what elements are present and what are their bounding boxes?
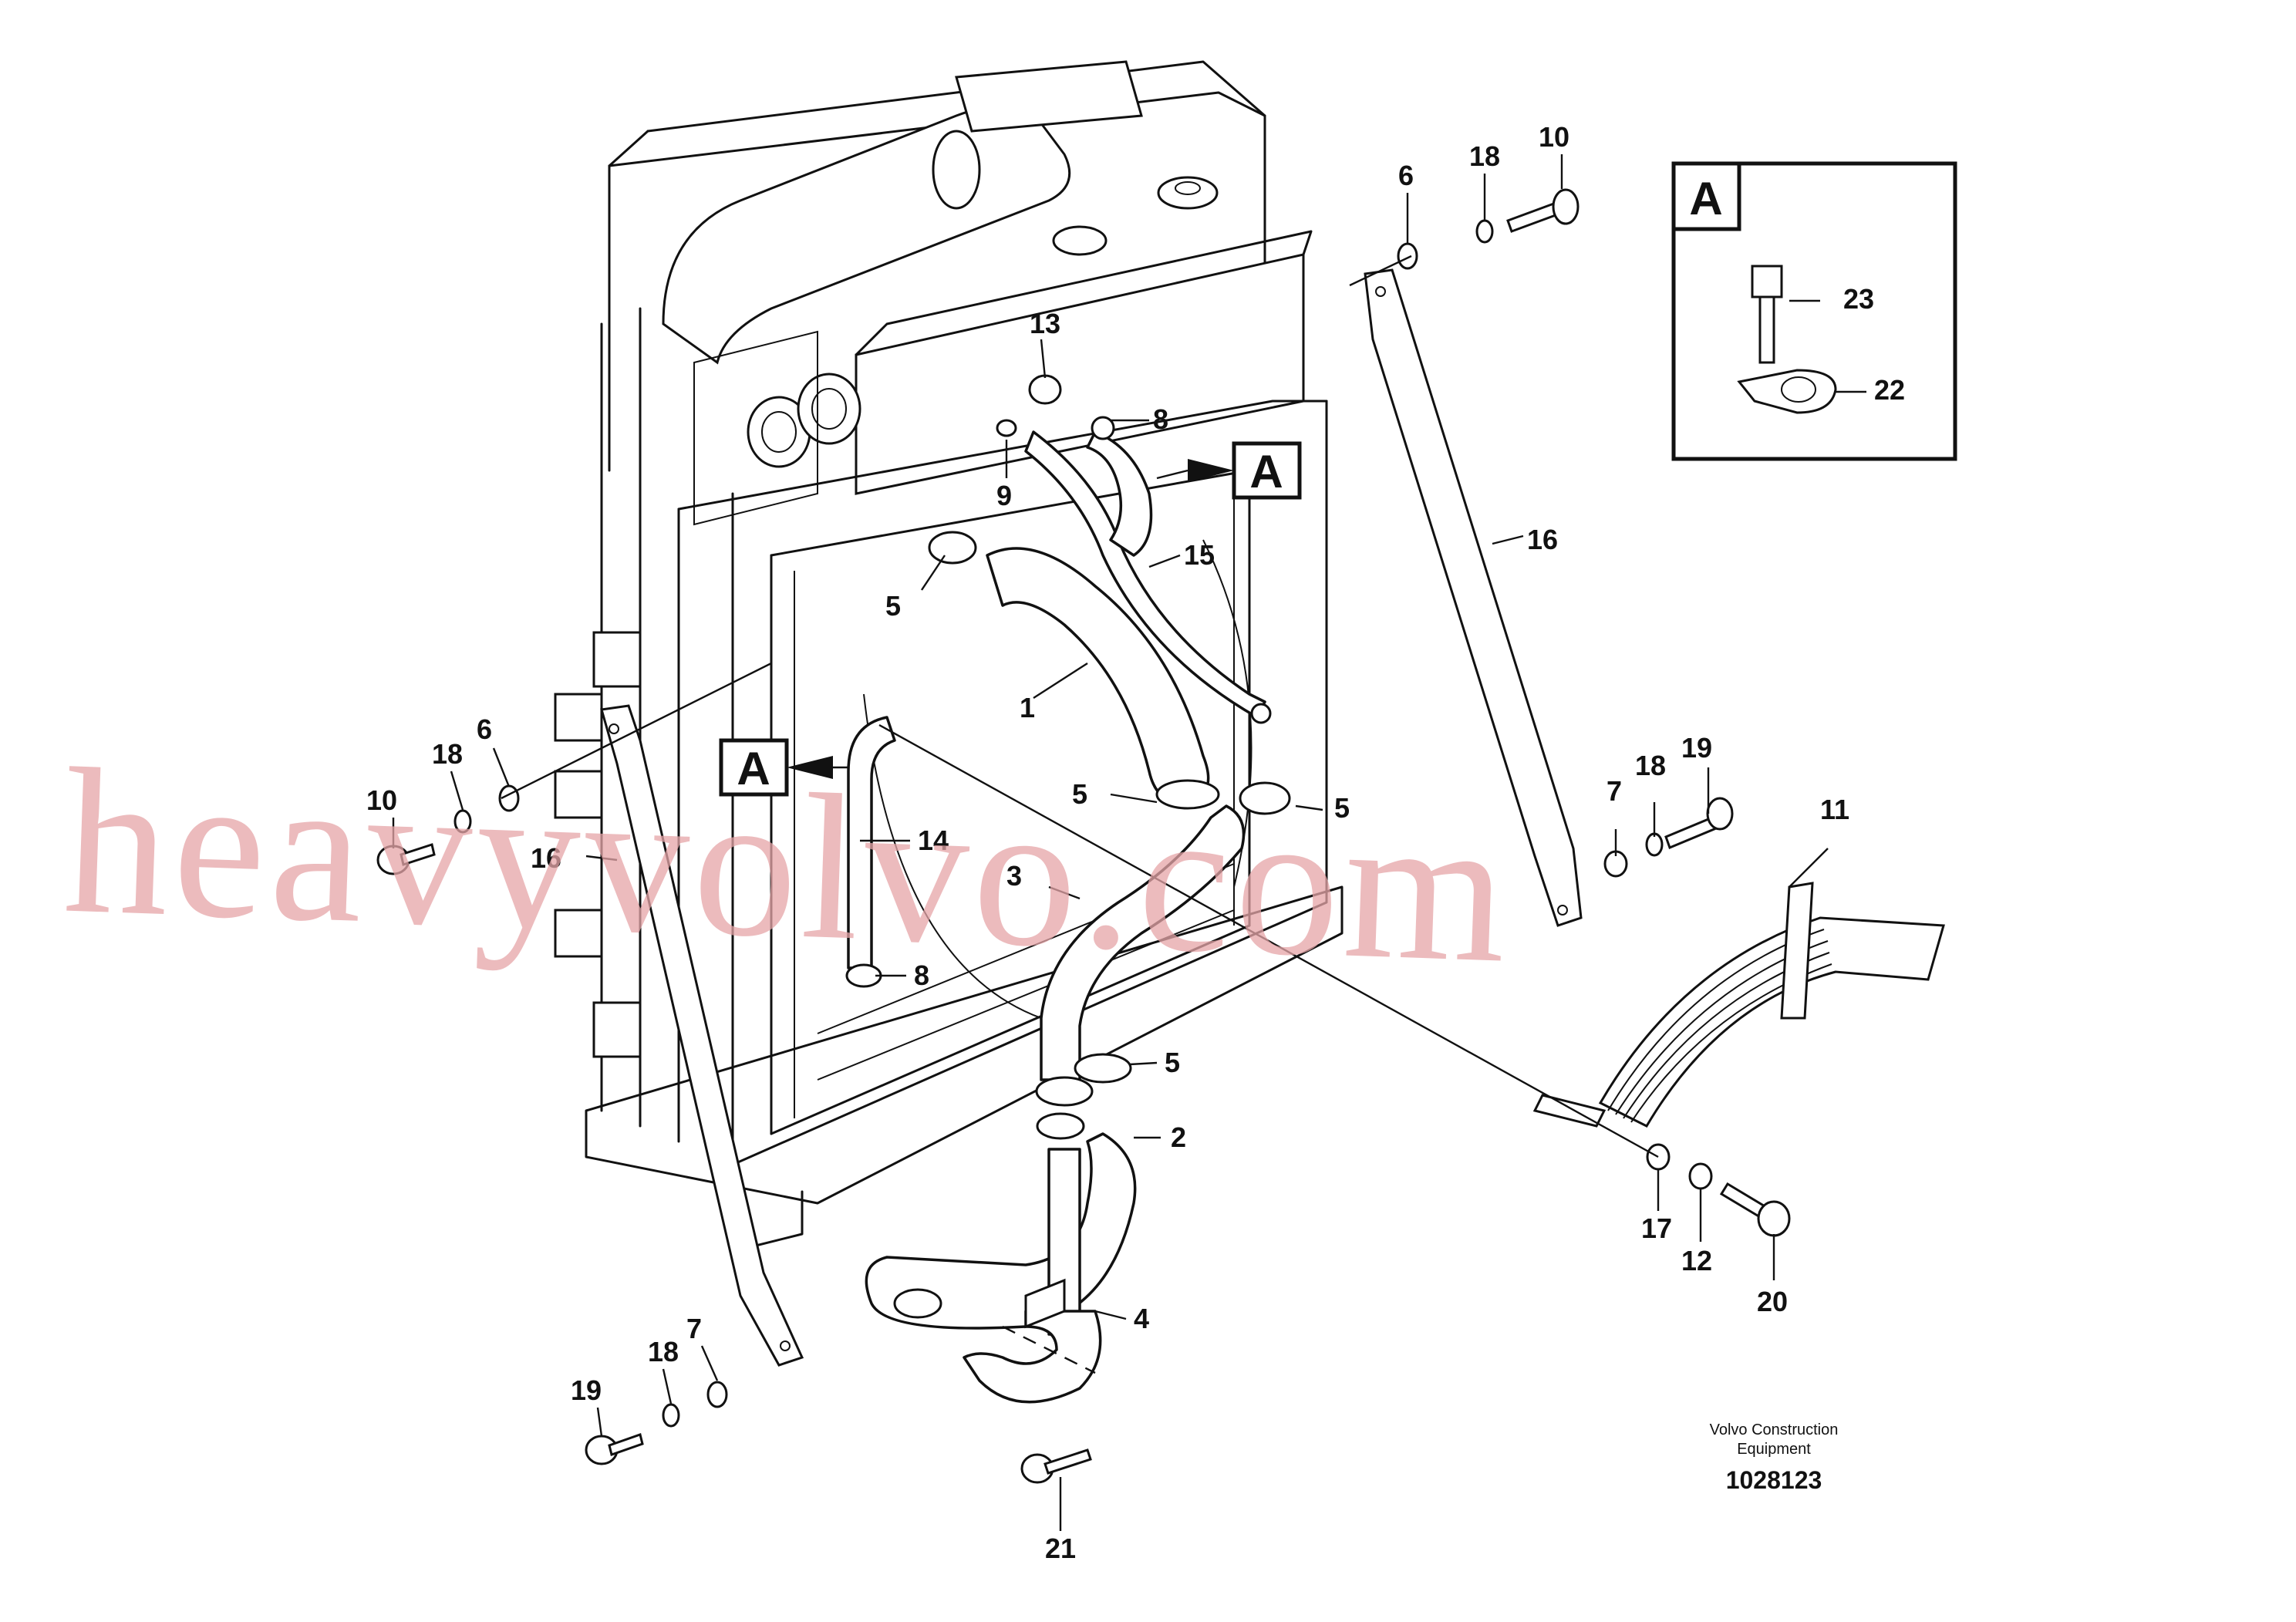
- label-20: 20: [1757, 1286, 1788, 1317]
- label-18-right: 18: [1635, 750, 1666, 781]
- part-labels: 13 8 9 15 5 1 5 5 14 3 8 5 2 4 21 16 16 …: [366, 121, 1849, 1564]
- pipe-4: [963, 1148, 1102, 1404]
- label-5-c: 5: [1334, 792, 1350, 824]
- label-2: 2: [1171, 1121, 1186, 1153]
- label-7-right: 7: [1607, 775, 1622, 807]
- label-19-bottom: 19: [571, 1374, 602, 1406]
- label-19-right: 19: [1681, 732, 1712, 764]
- drawing-number: 1028123: [1726, 1466, 1822, 1494]
- label-11: 11: [1820, 794, 1849, 825]
- inset-detail-a: A 23 22: [1671, 161, 1957, 461]
- label-6-left: 6: [477, 713, 492, 745]
- clamps: [845, 374, 1291, 1319]
- fan-guard-11: [1532, 882, 1945, 1128]
- label-17: 17: [1641, 1212, 1672, 1244]
- pipe-14: [847, 716, 896, 969]
- fasteners: [376, 188, 1791, 1484]
- company-line-2: Equipment: [1737, 1441, 1811, 1458]
- inset-label: A: [1689, 173, 1722, 224]
- label-9: 9: [996, 480, 1012, 511]
- label-3: 3: [1006, 860, 1022, 892]
- label-15: 15: [1184, 539, 1215, 571]
- label-5-d: 5: [1165, 1047, 1180, 1078]
- inset-part-23: 23: [1843, 283, 1874, 315]
- label-7-bottom: 7: [686, 1313, 702, 1344]
- stay-rod-16-left: [600, 704, 804, 1367]
- label-14: 14: [918, 824, 949, 856]
- watermark: heavyvolvo.com: [61, 726, 1515, 1007]
- label-6-top: 6: [1398, 160, 1414, 191]
- label-18-top: 18: [1469, 140, 1500, 172]
- footer: Volvo Construction Equipment 1028123: [1710, 1421, 1839, 1494]
- label-18-left: 18: [432, 738, 463, 770]
- label-8-bottom: 8: [914, 959, 929, 991]
- label-16-left: 16: [531, 842, 561, 874]
- label-18-bottom: 18: [648, 1336, 679, 1367]
- stay-rod-16-right: [1364, 268, 1583, 927]
- dashed-link: [1002, 1325, 1096, 1374]
- label-1: 1: [1020, 692, 1035, 723]
- label-13: 13: [1030, 308, 1060, 339]
- reference-line: [878, 723, 1659, 1158]
- reference-line-top: [1349, 255, 1412, 287]
- label-21: 21: [1045, 1533, 1076, 1564]
- callout-a-left: A: [719, 738, 848, 797]
- hose-3: [1040, 804, 1246, 1081]
- svg-text:A: A: [737, 743, 770, 794]
- label-10-top: 10: [1539, 121, 1569, 153]
- leader-lines: [392, 154, 1829, 1531]
- label-10-left: 10: [366, 784, 397, 816]
- reference-line-left: [501, 662, 772, 800]
- label-5-a: 5: [885, 590, 901, 622]
- svg-text:A: A: [1249, 446, 1283, 497]
- label-12: 12: [1681, 1245, 1712, 1276]
- label-4: 4: [1134, 1303, 1149, 1334]
- label-16-right: 16: [1527, 524, 1558, 555]
- label-8-top: 8: [1153, 403, 1168, 435]
- label-5-b: 5: [1072, 778, 1087, 810]
- radiator-assembly: [554, 60, 1344, 1251]
- callout-a-top: A: [1156, 441, 1302, 500]
- inset-part-22: 22: [1874, 374, 1905, 406]
- company-line-1: Volvo Construction: [1710, 1421, 1839, 1438]
- hose-8-top: [1086, 430, 1153, 557]
